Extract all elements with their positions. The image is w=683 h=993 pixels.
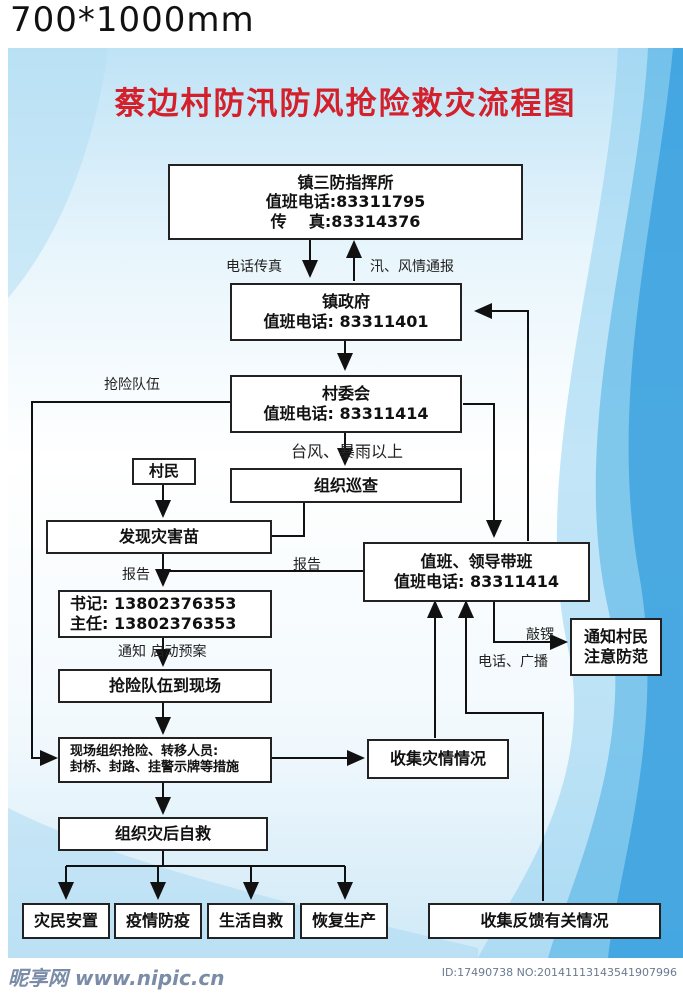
onsite-box: 现场组织抢险、转移人员: 封桥、封路、挂警示牌等措施 <box>58 737 272 783</box>
team-arrive-box: 抢险队伍到现场 <box>58 669 272 703</box>
label-phone-broadcast: 电话、广播 <box>478 654 548 670</box>
villagers-label: 村民 <box>148 462 179 481</box>
label-notify-plan: 通知 启动预案 <box>118 644 207 660</box>
village-committee-box: 村委会 值班电话: 83311414 <box>230 375 462 433</box>
duty-leader-phone: 值班电话: 83311414 <box>393 572 560 591</box>
discover-label: 发现灾害苗 <box>118 527 199 547</box>
onsite-line2: 封桥、封路、挂警示牌等措施 <box>70 760 240 775</box>
village-committee-phone: 值班电话: 83311414 <box>263 404 429 423</box>
director-phone: 主任: 13802376353 <box>70 614 237 633</box>
discover-box: 发现灾害苗 <box>46 520 272 554</box>
watermark-id: ID:17490738 NO:20141113143541907996 <box>441 966 677 979</box>
self-rescue-label: 组织灾后自救 <box>114 824 211 844</box>
watermark-logo: 昵享网 www.nipic.cn <box>8 966 225 990</box>
self-rescue-box: 组织灾后自救 <box>58 817 268 851</box>
town-gov-box: 镇政府 值班电话: 83311401 <box>230 283 462 341</box>
village-committee-name: 村委会 <box>321 384 370 404</box>
secretary-phone: 书记: 13802376353 <box>70 594 237 614</box>
restore-production-label: 恢复生产 <box>311 911 376 931</box>
size-label: 700*1000mm <box>10 0 255 40</box>
restore-production-box: 恢复生产 <box>300 903 388 939</box>
notify-villagers-line2: 注意防范 <box>583 647 648 666</box>
town-hq-phone: 值班电话:83311795 <box>265 192 426 212</box>
collect-disaster-box: 收集灾情情况 <box>367 739 509 779</box>
notify-villagers-line1: 通知村民 <box>583 627 648 647</box>
self-support-label: 生活自救 <box>218 911 283 931</box>
town-hq-box: 镇三防指挥所 值班电话:83311795 传 真:83314376 <box>168 164 523 240</box>
notify-villagers-box: 通知村民 注意防范 <box>570 618 662 676</box>
team-arrive-label: 抢险队伍到现场 <box>108 676 221 696</box>
duty-leader-title: 值班、领导带班 <box>420 552 533 572</box>
collect-disaster-label: 收集灾情情况 <box>389 749 486 769</box>
label-flood-report: 汛、风情通报 <box>370 259 454 275</box>
patrol-label: 组织巡查 <box>313 475 378 495</box>
poster: 蔡边村防汛防风抢险救灾流程图 <box>8 48 683 958</box>
town-hq-name: 镇三防指挥所 <box>297 172 394 192</box>
onsite-line1: 现场组织抢险、转移人员: <box>70 744 219 760</box>
resettle-label: 灾民安置 <box>33 911 98 931</box>
label-report-right: 报告 <box>293 557 321 573</box>
collect-feedback-label: 收集反馈有关情况 <box>480 911 609 931</box>
label-typhoon: 台风、暴雨以上 <box>291 442 404 461</box>
label-phone-fax: 电话传真 <box>226 259 282 275</box>
label-report-down: 报告 <box>122 567 150 583</box>
town-gov-phone: 值班电话: 83311401 <box>263 312 429 331</box>
duty-leader-box: 值班、领导带班 值班电话: 83311414 <box>363 542 590 602</box>
epidemic-label: 疫情防疫 <box>125 911 190 931</box>
patrol-box: 组织巡查 <box>230 468 462 503</box>
label-rescue-team: 抢险队伍 <box>104 377 160 393</box>
town-gov-name: 镇政府 <box>321 292 370 312</box>
secretary-box: 书记: 13802376353 主任: 13802376353 <box>58 590 272 638</box>
town-hq-fax: 传 真:83314376 <box>270 211 421 231</box>
poster-title: 蔡边村防汛防风抢险救灾流程图 <box>114 86 577 122</box>
villagers-box: 村民 <box>132 458 196 485</box>
label-gong: 敲锣 <box>526 627 554 643</box>
resettle-box: 灾民安置 <box>22 903 110 939</box>
flow-connectors <box>31 238 568 901</box>
epidemic-box: 疫情防疫 <box>114 903 202 939</box>
self-support-box: 生活自救 <box>207 903 295 939</box>
collect-feedback-box: 收集反馈有关情况 <box>428 903 661 939</box>
